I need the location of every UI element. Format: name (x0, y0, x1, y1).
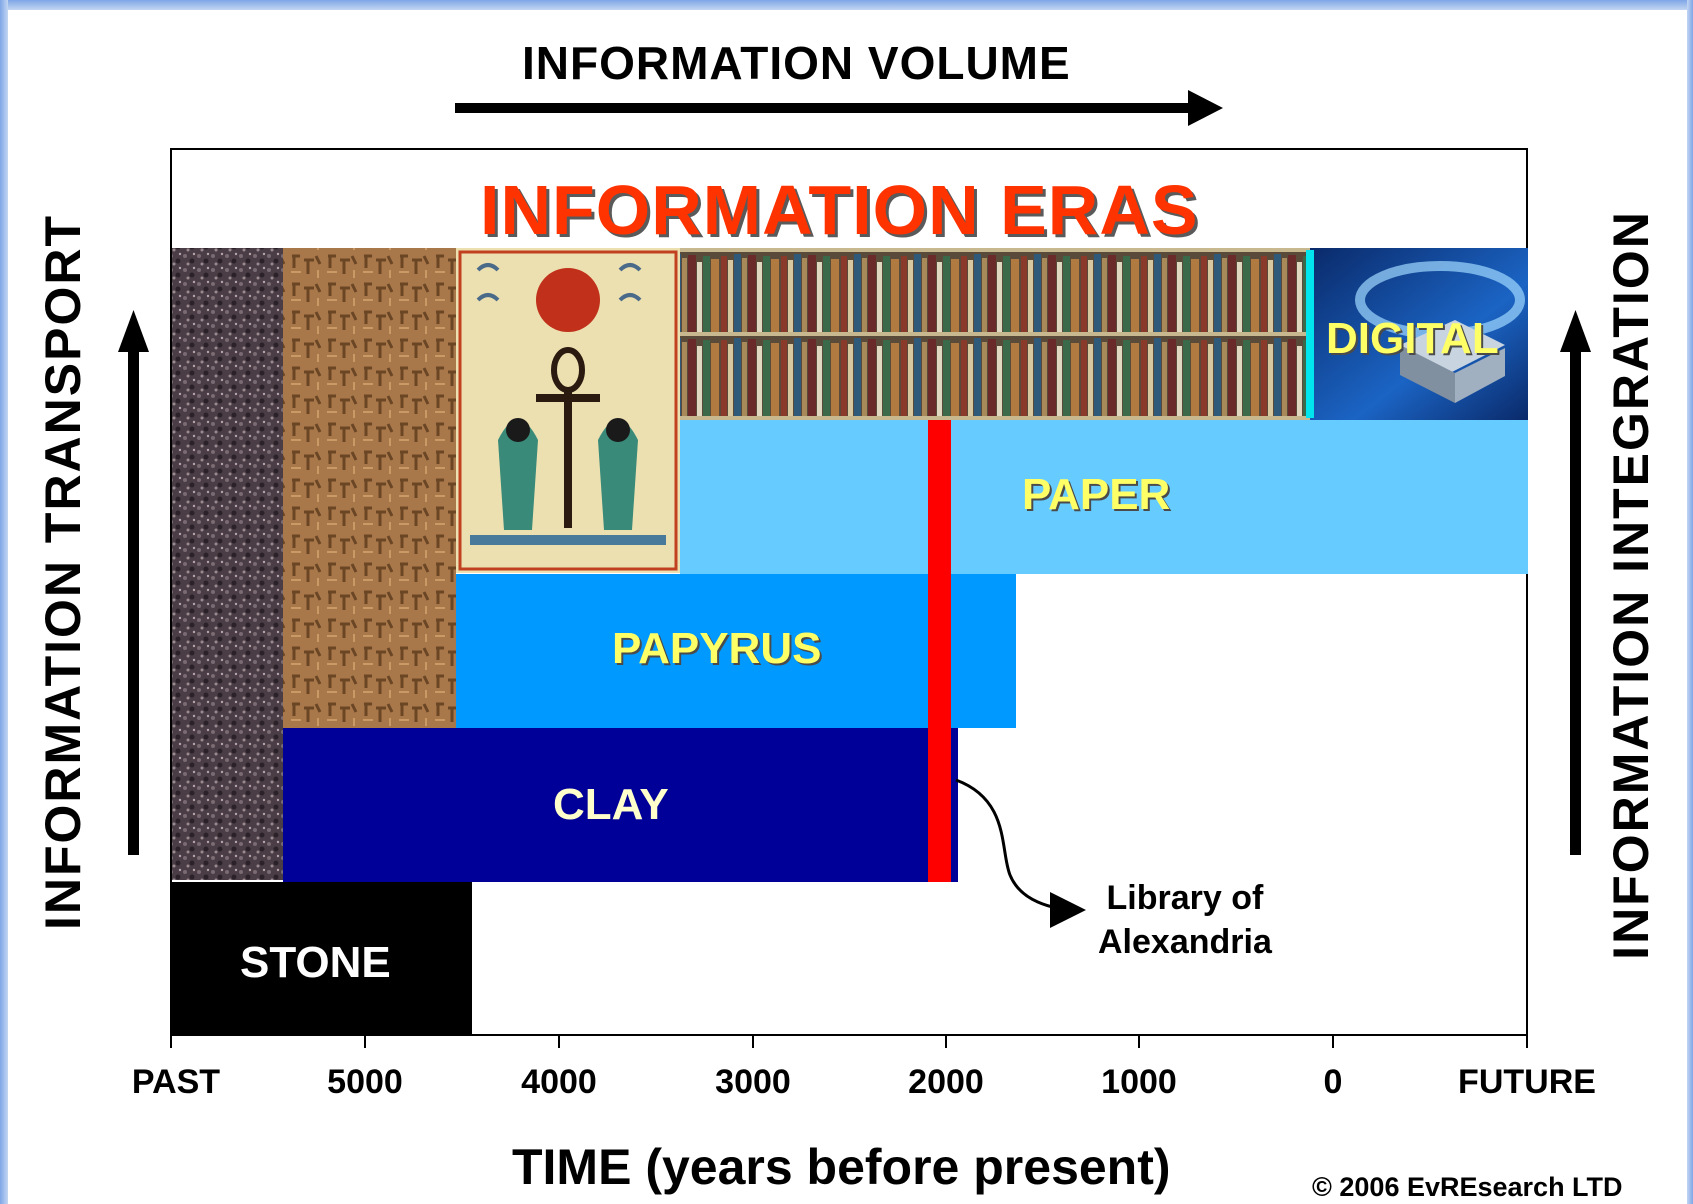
tick-label-3000: 3000 (715, 1063, 791, 1101)
digital-label: DIGITAL (1326, 314, 1499, 363)
frame-top-border (0, 0, 1693, 10)
cuneiform-tablet-icon (283, 248, 456, 728)
tick-label-0: 0 (1323, 1063, 1343, 1101)
stone-image-icon (172, 248, 284, 880)
alexandria-line-1: Library of (1106, 879, 1264, 917)
tick-label-5000: 5000 (327, 1063, 403, 1101)
digital-chip-icon (1306, 248, 1528, 420)
information-transport-label: INFORMATION TRANSPORT (35, 207, 91, 937)
alexandria-line-2: Alexandria (1098, 923, 1272, 961)
alexandria-marker (928, 420, 951, 882)
papyrus-bar (456, 574, 1016, 728)
library-of-alexandria-label: Library of Alexandria (1098, 876, 1272, 964)
integration-arrow (1560, 310, 1591, 855)
paper-bar (680, 420, 1528, 574)
information-eras-title: INFORMATION ERAS (480, 171, 1199, 249)
egyptian-papyrus-icon (456, 248, 680, 573)
tick-label-4000: 4000 (521, 1063, 597, 1101)
tick-label-future: FUTURE (1458, 1063, 1596, 1101)
volume-arrow (455, 90, 1223, 126)
information-volume-title: INFORMATION VOLUME (522, 37, 1071, 89)
transport-arrow (118, 310, 149, 855)
papyrus-label: PAPYRUS (612, 624, 822, 673)
paper-label: PAPER (1022, 470, 1171, 519)
clay-bar (283, 728, 958, 882)
tick-label-1000: 1000 (1101, 1063, 1177, 1101)
stone-bar (172, 882, 472, 1036)
time-axis-title: TIME (years before present) (512, 1139, 1171, 1195)
tick-label-past: PAST (131, 1063, 221, 1101)
information-transport-text: INFORMATION TRANSPORT (35, 213, 91, 931)
frame-left-border (0, 0, 8, 1204)
clay-label: CLAY (553, 780, 669, 829)
stone-label: STONE (240, 938, 391, 987)
frame-right-border (1687, 0, 1693, 1204)
information-integration-text: INFORMATION INTEGRATION (1603, 210, 1659, 960)
copyright-notice: © 2006 EvREsearch LTD (1312, 1172, 1623, 1202)
information-integration-label: INFORMATION INTEGRATION (1603, 200, 1659, 970)
alexandria-pointer-arrow (955, 778, 1086, 928)
tick-label-2000: 2000 (908, 1063, 984, 1101)
axis-ticks (170, 1036, 1528, 1048)
library-bookshelves-icon (680, 248, 1310, 420)
